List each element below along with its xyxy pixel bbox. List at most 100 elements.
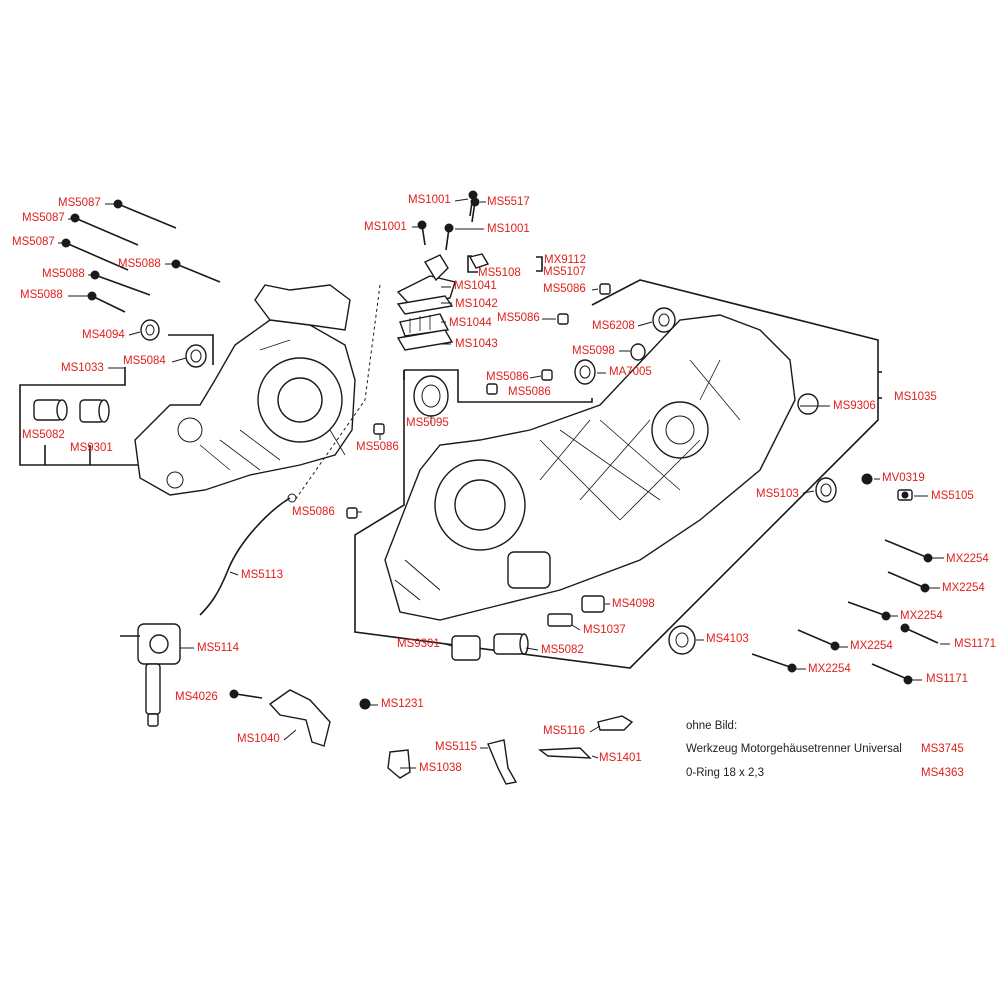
label-ms1231: MS1231: [381, 698, 424, 710]
bolt-mx2254-b: [887, 571, 930, 593]
label-ms9301-right: MS9301: [397, 638, 440, 650]
bolt-mx2254-e: [751, 653, 797, 673]
bolt-ms5088-b: [90, 270, 151, 296]
label-ms5087-a: MS5087: [58, 197, 101, 209]
label-ms4094: MS4094: [82, 329, 125, 341]
bolt-ms5088-a: [171, 259, 221, 283]
label-ms5105: MS5105: [931, 490, 974, 502]
label-ms5086-b: MS5086: [497, 312, 540, 324]
label-ms1001-c: MS1001: [487, 223, 530, 235]
label-ms1042: MS1042: [455, 298, 498, 310]
bolt-ms5517: [470, 197, 480, 223]
label-ms5103: MS5103: [756, 488, 799, 500]
bracket-ms1033: [19, 334, 214, 466]
label-ms1035: MS1035: [894, 391, 937, 403]
label-ms5115: MS5115: [435, 741, 477, 753]
label-mx2254-d: MX2254: [850, 640, 893, 652]
note-item2-text: 0-Ring 18 x 2,3: [686, 767, 764, 779]
label-ms5114: MS5114: [197, 642, 239, 654]
note-item1-text: Werkzeug Motorgehäusetrenner Universal: [686, 743, 902, 755]
label-ms6208: MS6208: [592, 320, 635, 332]
bolt-ms1001-b: [417, 220, 427, 246]
label-ms1043: MS1043: [455, 338, 498, 350]
bolt-ms5087-c: [61, 238, 129, 271]
label-ma7005: MA7005: [609, 366, 652, 378]
note-item2-code: MS4363: [921, 767, 964, 779]
label-ms1037: MS1037: [583, 624, 626, 636]
bolt-mx2254-c: [847, 601, 891, 621]
bolt-ms1001-c: [444, 223, 454, 251]
label-ms5087-b: MS5087: [22, 212, 65, 224]
clip-ms5115: [487, 739, 518, 785]
note-header: ohne Bild:: [686, 720, 738, 732]
hose-ms5113: [199, 493, 297, 616]
label-ms5108: MS5108: [478, 267, 521, 279]
dowel-ms5086-e: [373, 423, 385, 435]
dowel-ms5086-f: [346, 507, 358, 519]
bearing-ms5103: [815, 477, 837, 503]
bolt-mx2254-d: [797, 629, 840, 651]
label-ms1033: MS1033: [61, 362, 104, 374]
label-mx2254-b: MX2254: [942, 582, 985, 594]
seal-ms4094: [140, 319, 160, 341]
dowel-ms5086-b: [557, 313, 569, 325]
bushing-ms5082-left: [33, 399, 68, 421]
bearing-ma7005: [574, 359, 596, 385]
leader-lines: [58, 198, 950, 769]
bearing-ms5095: [413, 375, 449, 417]
clip-ms1038: [387, 749, 411, 779]
left-crankcase-half: [134, 284, 356, 496]
label-ms9301-left: MS9301: [70, 442, 113, 454]
clamp-ms5116: [597, 715, 634, 731]
label-ms5088-b: MS5088: [42, 268, 85, 280]
label-ms5113: MS5113: [241, 569, 283, 581]
label-ms1044: MS1044: [449, 317, 492, 329]
label-ms5086-d: MS5086: [508, 386, 551, 398]
dowel-ms5086-c: [541, 369, 553, 381]
clip-ms5108: [468, 253, 490, 269]
label-ms4103: MS4103: [706, 633, 749, 645]
bolt-mx2254-a: [884, 539, 933, 563]
bolt-ms1231: [359, 698, 371, 710]
note-item1-code: MS3745: [921, 743, 964, 755]
reed-ms1044: [399, 313, 450, 337]
bushing-ms9301-left: [79, 399, 110, 423]
plate-ms1401: [538, 747, 592, 759]
bolt-ms1171-b: [871, 663, 913, 685]
dowel-ms5086-d: [486, 383, 498, 395]
seal-ms9306: [797, 393, 819, 415]
right-crankcase-half: [384, 314, 796, 621]
label-ms5095: MS5095: [406, 417, 449, 429]
label-ms5116: MS5116: [543, 725, 585, 737]
label-ms1040: MS1040: [237, 733, 280, 745]
bushing-ms5082-right: [493, 633, 529, 655]
label-ms4026: MS4026: [175, 691, 218, 703]
label-ms9306: MS9306: [833, 400, 876, 412]
label-ms1171-b: MS1171: [926, 673, 968, 685]
label-mx9112: MX9112: [544, 254, 586, 266]
plug-ms5105: [897, 489, 913, 501]
gasket-ms1043: [396, 329, 454, 351]
label-mx2254-a: MX2254: [946, 553, 989, 565]
bolt-ms5088-c: [87, 291, 126, 313]
label-ms5088-c: MS5088: [20, 289, 63, 301]
oil-pump-ms5114: [120, 623, 181, 727]
label-ms5517: MS5517: [487, 196, 530, 208]
label-ms5086-a: MS5086: [543, 283, 586, 295]
label-ms5082-right: MS5082: [541, 644, 584, 656]
label-ms5098: MS5098: [572, 345, 615, 357]
label-ms1001-a: MS1001: [408, 194, 451, 206]
bushing-ms4098: [581, 595, 605, 613]
label-ms5088-a: MS5088: [118, 258, 161, 270]
label-mv0319: MV0319: [882, 472, 925, 484]
label-ms1038: MS1038: [419, 762, 462, 774]
bolt-ms4026: [229, 689, 263, 699]
pin-ms1037: [547, 613, 573, 627]
label-ms5086-f: MS5086: [292, 506, 335, 518]
seal-ms5098: [630, 343, 646, 361]
label-ms5087-c: MS5087: [12, 236, 55, 248]
label-ms5107: MS5107: [543, 266, 586, 278]
bolt-ms5087-a: [113, 199, 177, 229]
bolt-ms5087-b: [70, 213, 139, 246]
label-mx2254-e: MX2254: [808, 663, 851, 675]
